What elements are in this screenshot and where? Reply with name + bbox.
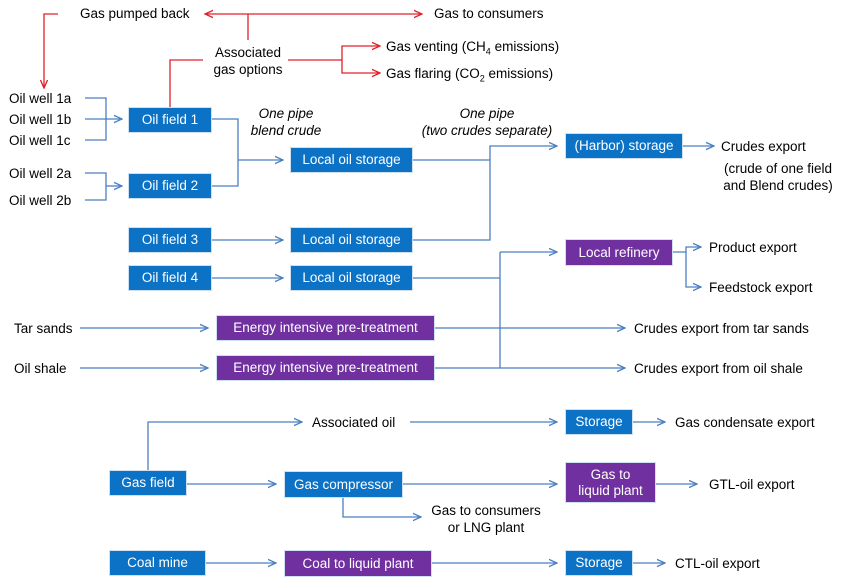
product-export-label: Product export xyxy=(709,240,797,255)
gas-to-consumers-label: Gas to consumers xyxy=(434,6,544,21)
crudes-export-oil-shale-label: Crudes export from oil shale xyxy=(634,361,803,376)
coal-to-liquid-plant-box: Coal to liquid plant xyxy=(284,550,432,577)
gas-compressor-box: Gas compressor xyxy=(284,471,403,498)
associated-gas-options-line2: gas options xyxy=(213,62,283,77)
crudes-export-note: (crude of one field and Blend crudes) xyxy=(713,160,843,194)
ctl-oil-export-label: CTL-oil export xyxy=(675,556,760,571)
gas-flaring-label: Gas flaring (CO2 emissions) xyxy=(386,65,553,88)
gas-venting-prefix: Gas venting (CH xyxy=(386,39,486,54)
oil-well-1a: Oil well 1a xyxy=(9,91,72,106)
gtl-plant-line1: Gas to xyxy=(590,466,631,482)
local-oil-storage-2-box: Local oil storage xyxy=(290,227,413,253)
storage-condensate-box: Storage xyxy=(565,409,633,435)
oil-well-2b: Oil well 2b xyxy=(9,193,72,208)
gas-pumped-back-arrow xyxy=(44,13,58,88)
gas-consumers-lng-label: Gas to consumers or LNG plant xyxy=(425,502,547,536)
oil-shale-label: Oil shale xyxy=(14,361,67,376)
oil-well-1c: Oil well 1c xyxy=(9,133,71,148)
one-pipe-separate-line1: One pipe xyxy=(459,106,515,121)
tar-sands-label: Tar sands xyxy=(14,321,73,336)
coal-mine-box: Coal mine xyxy=(109,550,206,576)
one-pipe-separate-line2: (two crudes separate) xyxy=(421,123,553,138)
gas-consumers-lng-arrow xyxy=(342,498,421,517)
gas-venting-label: Gas venting (CH4 emissions) xyxy=(386,38,559,61)
oil-field-2-box: Oil field 2 xyxy=(128,173,212,199)
oil-well-2a: Oil well 2a xyxy=(9,166,72,181)
gas-flaring-suffix: emissions) xyxy=(484,66,554,81)
gas-field-box: Gas field xyxy=(109,470,187,496)
feedstock-export-arrow xyxy=(685,252,701,287)
gas-venting-subscript: 4 xyxy=(485,46,491,57)
gas-flaring-prefix: Gas flaring (CO xyxy=(386,66,480,81)
blend-bracket xyxy=(212,118,239,187)
storage-ctl-box: Storage xyxy=(565,550,633,576)
field1-to-gas-options xyxy=(169,59,203,108)
one-pipe-blend-line1: One pipe xyxy=(258,106,314,121)
one-pipe-blend-label: One pipe blend crude xyxy=(240,105,332,139)
gas-to-liquid-plant-box: Gas to liquid plant xyxy=(565,462,656,503)
gas-flaring-subscript: 2 xyxy=(479,73,485,84)
oil-field-4-box: Oil field 4 xyxy=(128,265,212,291)
local-oil-storage-3-box: Local oil storage xyxy=(290,265,413,291)
associated-gas-options-line1: Associated xyxy=(214,45,282,60)
gtl-plant-line2: liquid plant xyxy=(578,482,643,498)
harbor-storage-box: (Harbor) storage xyxy=(565,133,683,159)
gas-flaring-arrow xyxy=(341,60,380,73)
associated-oil-arrow xyxy=(147,422,302,470)
associated-gas-options-label: Associated gas options xyxy=(203,44,293,78)
gas-consumers-lng-line2: or LNG plant xyxy=(447,520,525,535)
crudes-export-label: Crudes export xyxy=(721,139,806,154)
crudes-export-note-line2: and Blend crudes) xyxy=(723,178,833,193)
gas-pumped-back-label: Gas pumped back xyxy=(80,6,190,21)
to-harbor-arrow xyxy=(489,146,557,160)
wells-2-bracket xyxy=(85,172,107,201)
one-pipe-blend-line2: blend crude xyxy=(250,123,322,138)
gas-venting-suffix: emissions) xyxy=(490,39,560,54)
crudes-export-tar-sands-label: Crudes export from tar sands xyxy=(634,321,809,336)
one-pipe-separate-label: One pipe (two crudes separate) xyxy=(412,105,562,139)
storage-merge xyxy=(413,159,491,241)
associated-oil-label: Associated oil xyxy=(312,415,396,430)
feedstock-export-label: Feedstock export xyxy=(709,280,813,295)
gas-consumers-lng-line1: Gas to consumers xyxy=(431,503,541,518)
oil-well-1b: Oil well 1b xyxy=(9,112,72,127)
oil-field-3-box: Oil field 3 xyxy=(128,227,212,253)
crudes-export-note-line1: (crude of one field xyxy=(723,161,833,176)
local-refinery-box: Local refinery xyxy=(565,239,673,266)
gtl-oil-export-label: GTL-oil export xyxy=(709,477,795,492)
local-oil-storage-1-box: Local oil storage xyxy=(290,147,413,173)
oil-field-1-box: Oil field 1 xyxy=(128,107,212,133)
gas-venting-arrow xyxy=(341,46,380,60)
pretreatment-tar-sands-box: Energy intensive pre-treatment xyxy=(216,315,435,341)
gas-condensate-export-label: Gas condensate export xyxy=(675,415,815,430)
product-export-arrow xyxy=(673,247,701,253)
pretreatment-oil-shale-box: Energy intensive pre-treatment xyxy=(216,355,435,381)
